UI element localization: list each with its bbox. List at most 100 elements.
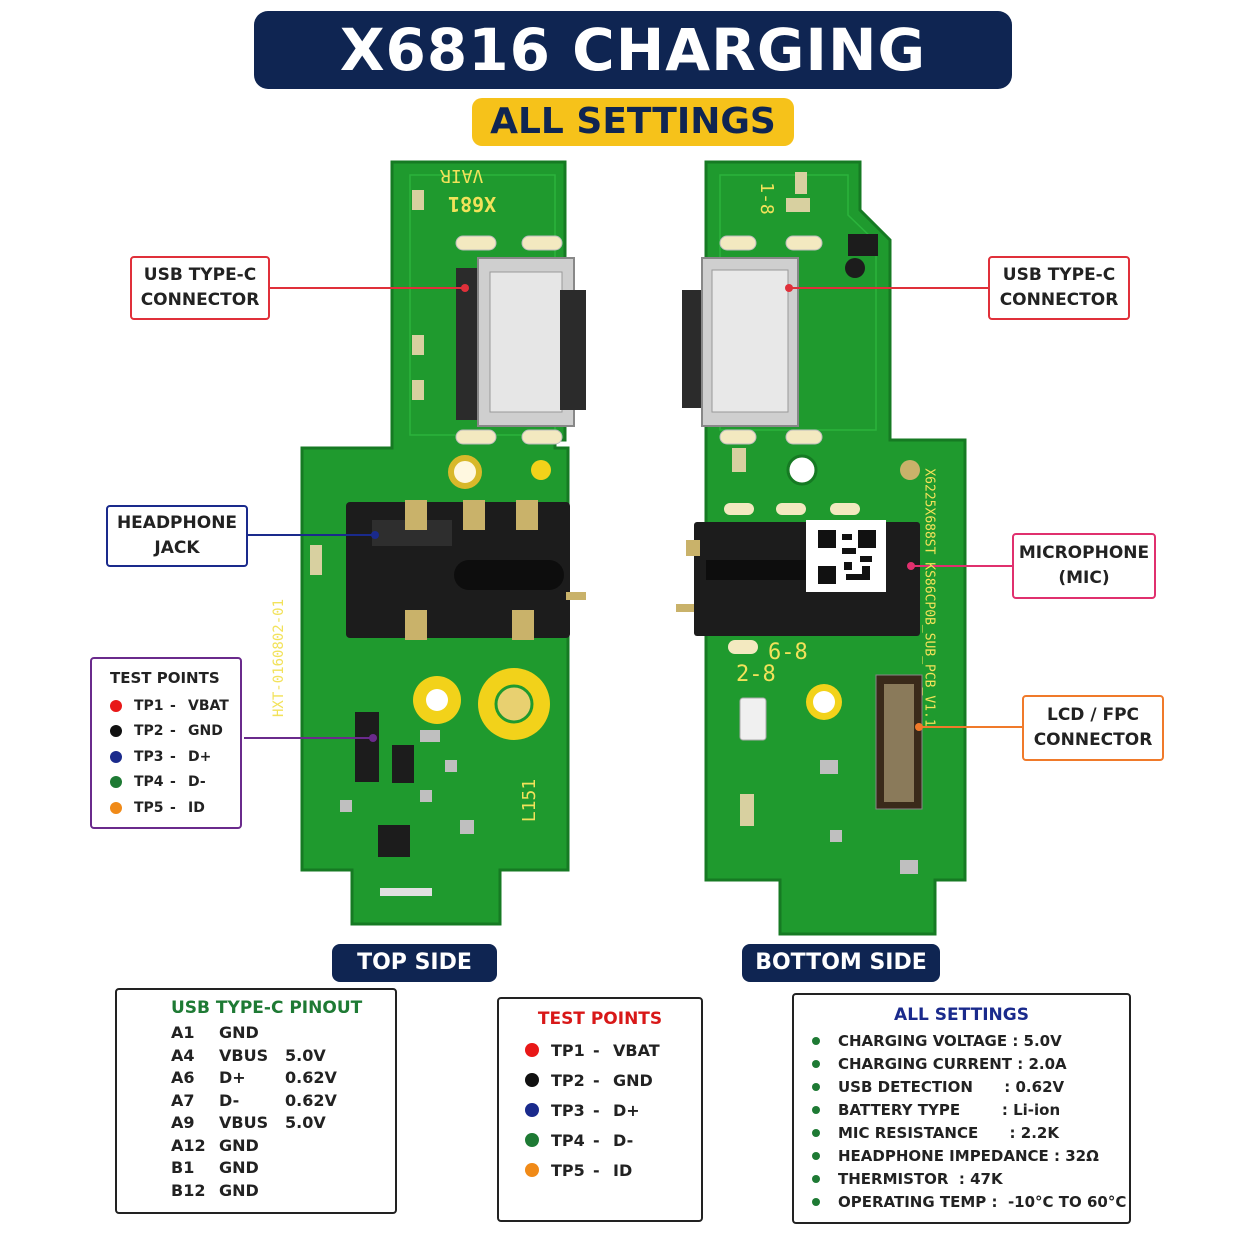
test-point-row: TP1-VBAT xyxy=(110,693,240,719)
bullet-icon xyxy=(812,1082,820,1091)
microphone-callout: MICROPHONE (MIC) xyxy=(1012,533,1156,599)
bullet-icon xyxy=(812,1174,820,1183)
test-point-row: TP2-GND xyxy=(525,1065,701,1095)
test-point-dot xyxy=(525,1103,539,1117)
test-point-separator: - xyxy=(170,774,176,791)
test-point-row: TP3-D+ xyxy=(525,1095,701,1125)
lcd-callout-line2: CONNECTOR xyxy=(1033,730,1153,750)
test-point-name: ID xyxy=(613,1160,633,1180)
top-pcb-code-silk: HXT-0160802-01 xyxy=(271,598,288,718)
test-point-id: TP5 xyxy=(551,1160,585,1180)
test-point-id: TP5 xyxy=(134,799,164,816)
bullet-icon xyxy=(812,1105,820,1114)
setting-text: HEADPHONE IMPEDANCE : 32Ω xyxy=(838,1146,1099,1165)
test-point-dot xyxy=(110,750,122,763)
bullet-icon xyxy=(812,1059,820,1068)
test-point-row: TP5-ID xyxy=(525,1155,701,1185)
test-point-row: TP1-VBAT xyxy=(525,1035,701,1065)
usb-callout-left-line1: USB TYPE-C xyxy=(143,265,257,285)
test-point-dot xyxy=(525,1073,539,1087)
setting-text: OPERATING TEMP : -10°C TO 60°C xyxy=(838,1192,1127,1211)
usb-callout-right-line1: USB TYPE-C xyxy=(1002,265,1116,285)
pinout-signal: D- xyxy=(219,1090,240,1110)
top-model-silk: X681 xyxy=(448,192,497,216)
setting-row: MIC RESISTANCE : 2.2K xyxy=(812,1121,1129,1144)
test-point-name: D+ xyxy=(188,748,212,765)
setting-text: CHARGING CURRENT : 2.0A xyxy=(838,1054,1067,1073)
test-point-separator: - xyxy=(593,1100,600,1120)
setting-row: HEADPHONE IMPEDANCE : 32Ω xyxy=(812,1144,1129,1167)
top-model-rev-silk: VAIR xyxy=(440,165,484,186)
pinout-value: 0.62V xyxy=(285,1068,337,1087)
test-point-id: TP4 xyxy=(551,1130,585,1150)
bottom-6-8-silk: 6-8 xyxy=(768,640,808,665)
pinout-pin: B12 xyxy=(171,1180,206,1200)
test-point-id: TP1 xyxy=(134,697,164,714)
usb-callout-right-line2: CONNECTOR xyxy=(999,290,1119,310)
test-point-name: D+ xyxy=(613,1100,640,1120)
pinout-pin: A6 xyxy=(171,1068,195,1087)
test-point-id: TP2 xyxy=(134,723,164,740)
test-point-name: VBAT xyxy=(188,697,229,714)
test-point-name: VBAT xyxy=(613,1040,660,1060)
setting-text: USB DETECTION : 0.62V xyxy=(838,1077,1065,1096)
setting-text: MIC RESISTANCE : 2.2K xyxy=(838,1123,1059,1142)
test-point-dot xyxy=(525,1133,539,1147)
test-point-separator: - xyxy=(593,1040,600,1060)
test-point-id: TP3 xyxy=(551,1100,585,1120)
top-side-label: TOP SIDE xyxy=(332,944,497,982)
setting-row: CHARGING VOLTAGE : 5.0V xyxy=(812,1029,1129,1052)
setting-row: OPERATING TEMP : -10°C TO 60°C xyxy=(812,1190,1129,1213)
bullet-icon xyxy=(812,1197,820,1206)
bottom-side-board xyxy=(676,160,967,936)
headphone-callout-line1: HEADPHONE xyxy=(116,513,238,533)
page-subtitle: ALL SETTINGS xyxy=(472,98,794,146)
usb-callout-right: USB TYPE-C CONNECTOR xyxy=(988,256,1130,320)
all-settings-title: ALL SETTINGS xyxy=(894,1005,1029,1025)
pinout-pin: A12 xyxy=(171,1135,206,1155)
test-point-separator: - xyxy=(593,1160,600,1180)
usb-callout-left-line2: CONNECTOR xyxy=(140,290,260,310)
bottom-2-8-silk: 2-8 xyxy=(736,662,776,687)
setting-text: THERMISTOR : 47K xyxy=(838,1169,1003,1188)
top-side-board xyxy=(300,160,586,926)
microphone-callout-line1: MICROPHONE xyxy=(1018,543,1150,563)
test-point-separator: - xyxy=(170,799,176,816)
all-settings-list: CHARGING VOLTAGE : 5.0V CHARGING CURRENT … xyxy=(812,1029,1129,1213)
usb-pinout-title: USB TYPE-C PINOUT xyxy=(171,998,363,1018)
setting-row: BATTERY TYPE : Li-ion xyxy=(812,1098,1129,1121)
setting-row: USB DETECTION : 0.62V xyxy=(812,1075,1129,1098)
test-point-row: TP4-D- xyxy=(525,1125,701,1155)
bullet-icon xyxy=(812,1036,820,1045)
test-point-dot xyxy=(110,699,122,712)
test-point-name: ID xyxy=(188,799,205,816)
pinout-pin: A1 xyxy=(171,1023,195,1042)
test-point-dot xyxy=(110,725,122,738)
test-point-name: GND xyxy=(188,723,223,740)
test-point-separator: - xyxy=(593,1130,600,1150)
test-point-dot xyxy=(525,1043,539,1057)
test-point-dot xyxy=(525,1163,539,1177)
setting-text: BATTERY TYPE : Li-ion xyxy=(838,1100,1061,1119)
test-point-separator: - xyxy=(170,748,176,765)
bullet-icon xyxy=(812,1151,820,1160)
test-point-id: TP2 xyxy=(551,1070,585,1090)
test-point-row: TP2-GND xyxy=(110,719,240,745)
microphone-callout-line2: (MIC) xyxy=(1058,568,1110,588)
bullet-icon xyxy=(812,1128,820,1137)
bottom-1-8-silk: 1-8 xyxy=(755,182,777,215)
test-point-row: TP4-D- xyxy=(110,770,240,796)
